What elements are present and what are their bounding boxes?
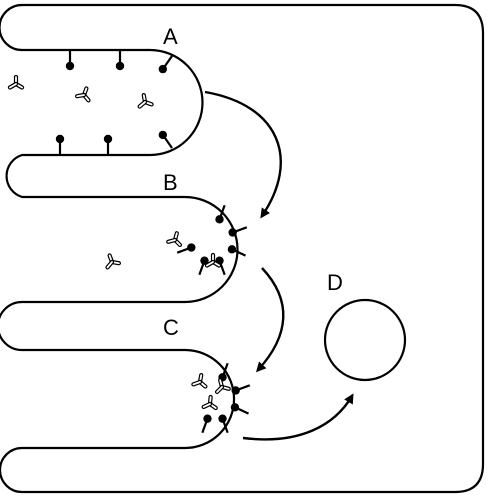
ligand-icon — [201, 394, 218, 411]
ligand-icon — [191, 373, 208, 389]
arrow-icon — [204, 90, 282, 219]
receptor-icon — [230, 403, 249, 415]
receptor-icon — [115, 50, 125, 71]
receptor-icon — [65, 50, 75, 71]
ligand-icon — [75, 86, 91, 103]
arrow-icon — [242, 393, 354, 441]
stage-label-b: B — [163, 170, 178, 195]
receptor-icon — [228, 226, 248, 237]
receptor-icon — [158, 55, 173, 74]
vesicle-icon — [323, 298, 407, 382]
receptor-icon — [218, 414, 229, 434]
ligand-icon — [7, 74, 25, 90]
ligand-icon — [137, 93, 154, 109]
receptor-icon — [198, 256, 209, 276]
arrow-icon — [255, 267, 285, 373]
receptor-icon — [103, 134, 113, 155]
ligand-icon — [166, 231, 183, 248]
receptor-icon — [158, 130, 173, 149]
ligand-icon — [204, 252, 222, 268]
cell-membrane — [0, 3, 485, 494]
ligand-icon — [105, 253, 121, 270]
stage-label-d: D — [327, 270, 343, 295]
receptor-icon — [176, 243, 196, 254]
receptor-icon — [215, 204, 226, 224]
ligand-icon — [214, 378, 231, 395]
receptor-icon — [227, 245, 246, 257]
receptor-icon — [231, 384, 251, 395]
stage-label-a: A — [163, 24, 178, 49]
receptor-icon — [55, 134, 65, 155]
receptor-icon — [201, 414, 212, 434]
stage-label-c: C — [163, 315, 179, 340]
